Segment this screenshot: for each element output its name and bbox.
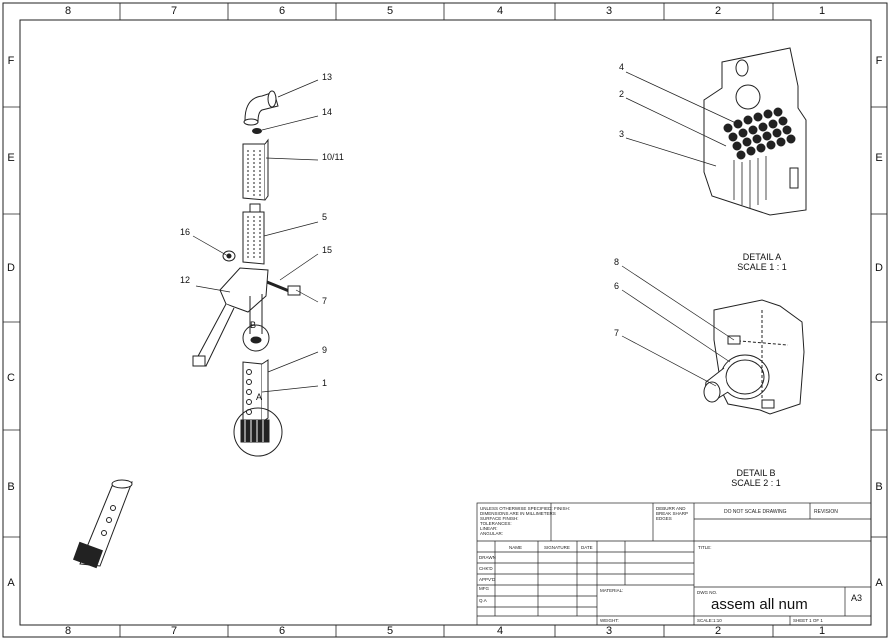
- zone-col-8-top: 8: [64, 5, 72, 17]
- manifold-part: [192, 267, 269, 367]
- balloon-3: 3: [619, 129, 625, 139]
- zone-col-7-top: 7: [170, 5, 178, 17]
- general-note-5: LINEAR:: [480, 526, 498, 531]
- zone-row-b-left: B: [7, 481, 15, 493]
- zone-col-8-bottom: 8: [64, 625, 72, 637]
- detail-a-letter: A: [256, 392, 263, 402]
- balloon-10-11: 10/11: [322, 152, 344, 162]
- leader-lines: [192, 71, 739, 393]
- zone-col-3-top: 3: [605, 5, 613, 17]
- zone-row-f-right: F: [875, 55, 883, 67]
- zone-col-4-top: 4: [496, 5, 504, 17]
- do-not-scale-note: DO NOT SCALE DRAWING: [724, 509, 787, 515]
- detail-a-callout: [233, 407, 283, 457]
- balloon-2: 2: [619, 89, 625, 99]
- row-mfg: MFG: [479, 586, 489, 591]
- balloon-4: 4: [619, 62, 625, 72]
- detail-b-view: [703, 299, 805, 415]
- scale-label: SCALE:1:10: [697, 618, 722, 623]
- balloon-1: 1: [322, 378, 328, 388]
- zone-col-5-top: 5: [386, 5, 394, 17]
- deburr-line-1: DEBURR AND: [656, 506, 686, 511]
- zone-col-6-bottom: 6: [278, 625, 286, 637]
- detail-b-letter: B: [250, 320, 257, 330]
- balloon-12: 12: [180, 275, 191, 285]
- rod-part: [261, 278, 301, 296]
- zone-row-e-left: E: [7, 152, 15, 164]
- dwg-no-label: DWG NO.: [697, 590, 718, 595]
- col-name-header: NAME: [509, 545, 523, 550]
- general-note-2: DIMENSIONS ARE IN MILLIMETERS: [480, 511, 556, 516]
- balloon-8: 8: [614, 257, 620, 267]
- sheet-number: SHEET 1 OF 1: [793, 618, 823, 623]
- base-block-part: [242, 359, 269, 423]
- material-label: MATERIAL:: [600, 588, 624, 593]
- zone-row-b-right: B: [875, 481, 883, 493]
- detail-b-title: DETAIL B: [736, 468, 776, 478]
- general-note-1: UNLESS OTHERWISE SPECIFIED:: [480, 506, 553, 511]
- zone-col-2-top: 2: [714, 5, 722, 17]
- general-note-4: TOLERANCES:: [480, 521, 512, 526]
- row-qa: Q.A: [479, 598, 487, 603]
- balloon-9: 9: [322, 345, 328, 355]
- cap-part: [222, 250, 236, 262]
- balloon-5: 5: [322, 212, 328, 222]
- col-signature-header: SIGNATURE: [544, 545, 570, 550]
- detail-b-scale: SCALE 2 : 1: [731, 478, 781, 488]
- zone-col-4-bottom: 4: [496, 625, 504, 637]
- sheet-size: A3: [851, 593, 863, 603]
- title-label: TITLE:: [698, 545, 712, 550]
- elbow-part: [243, 90, 279, 126]
- zone-col-6-top: 6: [278, 5, 286, 17]
- zone-ticks: [3, 3, 887, 637]
- zone-row-c-left: C: [7, 372, 15, 384]
- zone-col-7-bottom: 7: [170, 625, 178, 637]
- zone-row-e-right: E: [875, 152, 883, 164]
- zone-row-a-right: A: [875, 577, 883, 589]
- detail-b-callout: [242, 324, 270, 352]
- drawing-number: assem all num: [711, 596, 808, 613]
- zone-col-5-bottom: 5: [386, 625, 394, 637]
- general-note-6: ANGULAR:: [480, 531, 504, 536]
- zone-row-d-right: D: [875, 262, 883, 274]
- isometric-part-view: [73, 479, 133, 569]
- row-drawn: DRAWN: [479, 555, 496, 560]
- balloon-16: 16: [180, 227, 191, 237]
- zone-col-3-bottom: 3: [605, 625, 613, 637]
- title-block: [476, 502, 872, 626]
- row-checked: CHK'D: [479, 566, 493, 571]
- zone-row-c-right: C: [875, 372, 883, 384]
- zone-col-1-top: 1: [818, 5, 826, 17]
- zone-row-f-left: F: [7, 55, 15, 67]
- zone-row-d-left: D: [7, 262, 15, 274]
- tube-lower-part: [242, 203, 265, 265]
- deburr-line-2: BREAK SHARP: [656, 511, 689, 516]
- oring-part: [252, 128, 262, 134]
- finish-label: FINISH:: [554, 506, 571, 511]
- balloon-15: 15: [322, 245, 333, 255]
- general-note-3: SURFACE FINISH:: [480, 516, 519, 521]
- col-date-header: DATE: [581, 545, 593, 550]
- zone-col-2-bottom: 2: [714, 625, 722, 637]
- deburr-line-3: EDGES: [656, 516, 672, 521]
- balloon-13: 13: [322, 72, 333, 82]
- inner-border: [19, 19, 872, 626]
- detail-a-title: DETAIL A: [742, 252, 782, 262]
- zone-row-a-left: A: [7, 577, 15, 589]
- balloon-6: 6: [614, 281, 620, 291]
- tube-upper-part: [242, 138, 269, 201]
- balloon-7-main: 7: [322, 296, 328, 306]
- weight-label: WEIGHT:: [600, 618, 619, 623]
- row-approved: APPV'D: [479, 577, 496, 582]
- balloon-7-detail: 7: [614, 328, 620, 338]
- detail-a-view: [703, 47, 807, 216]
- revision-label: REVISION: [814, 509, 838, 515]
- zone-col-1-bottom: 1: [818, 625, 826, 637]
- detail-a-scale: SCALE 1 : 1: [737, 262, 787, 272]
- balloon-14: 14: [322, 107, 333, 117]
